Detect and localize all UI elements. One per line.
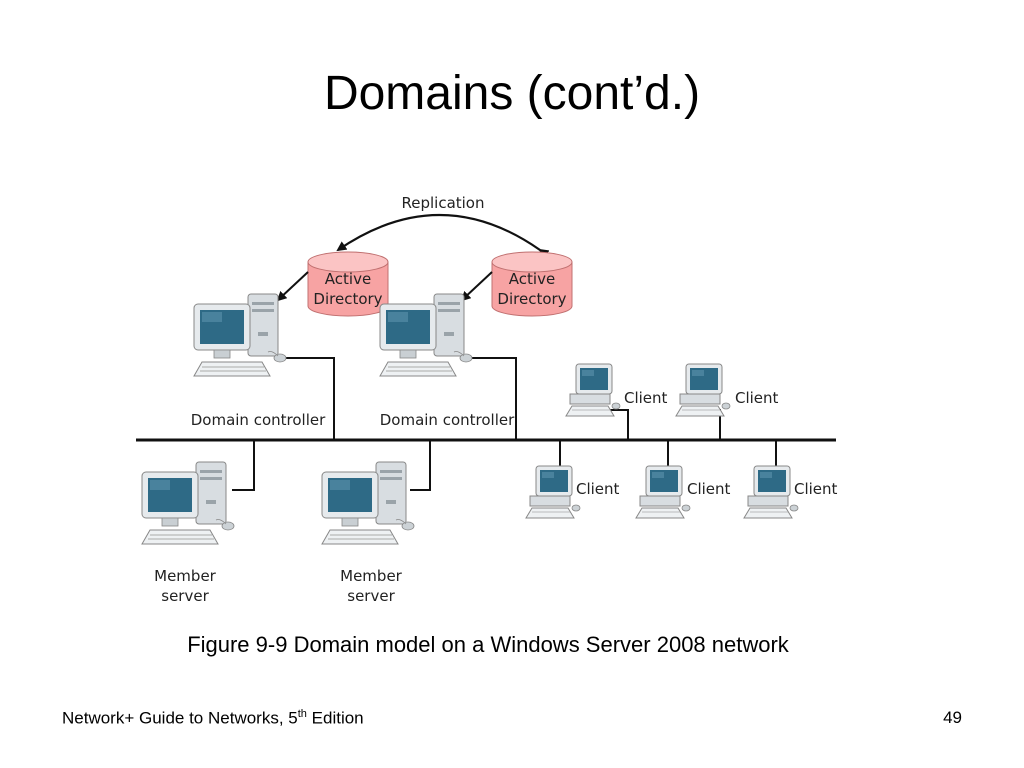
figure-caption: Figure 9-9 Domain model on a Windows Ser… bbox=[187, 632, 789, 657]
replication-arrow bbox=[336, 213, 550, 259]
client-1 bbox=[565, 363, 621, 417]
client-label-4: Client bbox=[687, 480, 731, 498]
active-directory-2: Active Directory bbox=[491, 251, 573, 317]
dc-label-1: Domain controller bbox=[191, 411, 326, 429]
svg-text:Active: Active bbox=[325, 270, 371, 288]
svg-text:Directory: Directory bbox=[313, 290, 382, 308]
slide-title: Domains (cont’d.) bbox=[323, 67, 701, 120]
active-directory-1: Active Directory bbox=[307, 251, 389, 317]
footer-text: Network+ Guide to Networks, 5th Edition bbox=[62, 708, 364, 729]
page-number: 49 bbox=[943, 708, 962, 727]
svg-text:Directory: Directory bbox=[497, 290, 566, 308]
ad-arrow-1 bbox=[276, 271, 309, 302]
client-3 bbox=[525, 465, 581, 519]
domain-controller-1 bbox=[193, 293, 287, 377]
client-5 bbox=[743, 465, 799, 519]
svg-text:Active: Active bbox=[509, 270, 555, 288]
member-label-2b: server bbox=[347, 587, 395, 605]
client-4 bbox=[635, 465, 691, 519]
member-label-1: Member bbox=[154, 567, 217, 585]
member-server-1 bbox=[141, 461, 235, 545]
footer-sup: th bbox=[297, 708, 307, 720]
client-label-2: Client bbox=[735, 389, 779, 407]
member-label-1b: server bbox=[161, 587, 209, 605]
replication-label: Replication bbox=[401, 194, 484, 212]
ad-arrow-2 bbox=[460, 271, 493, 302]
footer-suffix: Edition bbox=[306, 708, 364, 728]
footer-prefix: Network+ Guide to Networks, 5 bbox=[62, 708, 298, 728]
member-server-2 bbox=[321, 461, 415, 545]
client-label-5: Client bbox=[794, 480, 838, 498]
client-label-1: Client bbox=[624, 389, 668, 407]
dc-label-2: Domain controller bbox=[380, 411, 515, 429]
domain-controller-2 bbox=[379, 293, 473, 377]
member-label-2: Member bbox=[340, 567, 403, 585]
client-2 bbox=[675, 363, 731, 417]
client-label-3: Client bbox=[576, 480, 620, 498]
